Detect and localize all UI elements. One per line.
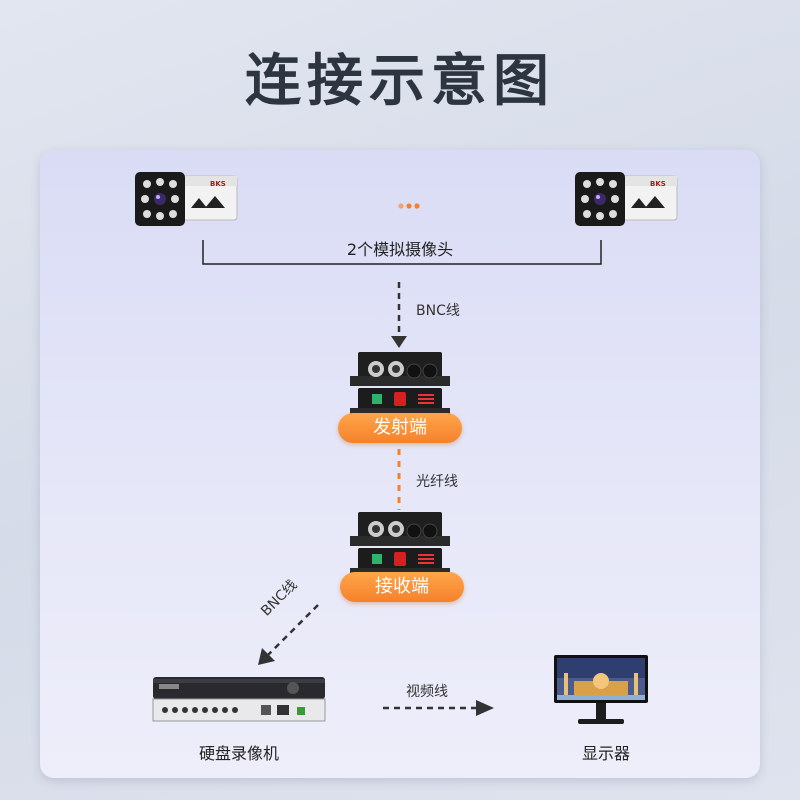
bnc-line-bottom <box>267 604 319 656</box>
bnc-label-top: BNC线 <box>416 303 460 319</box>
monitor-label: 显示器 <box>581 744 630 763</box>
ellipsis-dot <box>414 203 420 209</box>
receiver-label: 接收端 <box>340 572 464 602</box>
page-title: 连接示意图 <box>245 49 555 114</box>
ellipsis-dot <box>398 203 404 209</box>
dvr-label: 硬盘录像机 <box>198 744 279 763</box>
ellipsis-dot <box>406 203 412 209</box>
video-arrow-head <box>476 700 494 716</box>
video-cable-label: 视频线 <box>406 684 448 700</box>
fiber-label: 光纤线 <box>416 474 458 490</box>
camera-group-label: 2个模拟摄像头 <box>346 240 454 259</box>
camera-left-logo: BKS <box>210 180 226 188</box>
bnc-arrow-top-head <box>391 336 407 348</box>
bnc-arrow-bottom-head <box>258 648 275 665</box>
camera-bracket <box>202 240 602 265</box>
transmitter-label: 发射端 <box>338 413 462 443</box>
camera-right-logo: BKS <box>650 180 666 188</box>
